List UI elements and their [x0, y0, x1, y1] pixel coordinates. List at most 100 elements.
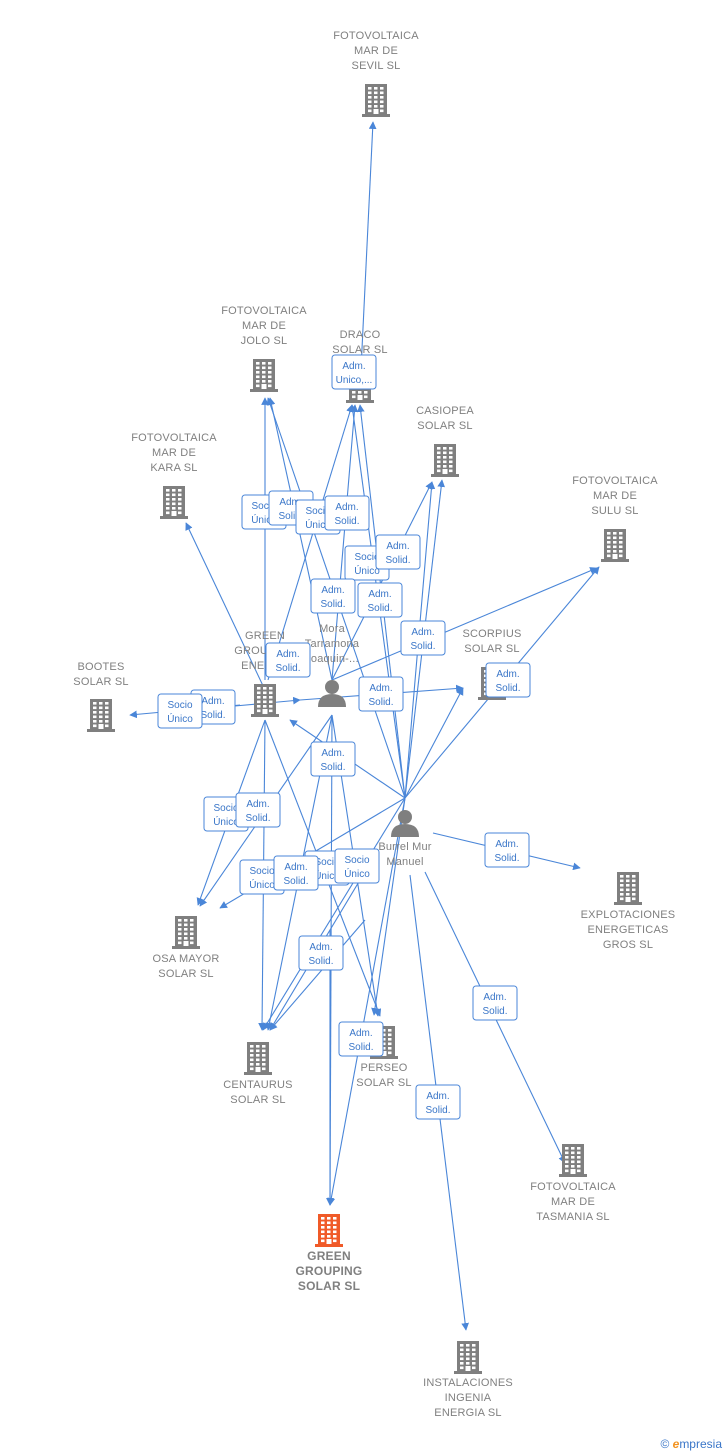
node-kara[interactable]: FOTOVOLTAICA MAR DE KARA SL — [131, 432, 217, 519]
node-label[interactable]: PERSEO — [360, 1062, 407, 1074]
relationship-badge[interactable]: Adm.Solid. — [324, 495, 370, 531]
node-label[interactable]: ENERGIA SL — [434, 1407, 501, 1419]
node-label[interactable]: SOLAR SL — [356, 1077, 411, 1089]
node-label[interactable]: SCORPIUS — [462, 628, 521, 640]
node-label[interactable]: SOLAR SL — [230, 1094, 285, 1106]
node-label[interactable]: GROUPING — [296, 1264, 363, 1278]
badge-text: Solid. — [275, 663, 300, 674]
node-label[interactable]: TASMANIA SL — [536, 1211, 610, 1223]
building-icon[interactable] — [172, 916, 200, 949]
node-osa[interactable]: OSA MAYOR SOLAR SL — [153, 916, 220, 980]
node-label[interactable]: DRACO — [340, 329, 381, 341]
node-label[interactable]: GROS SL — [603, 939, 653, 951]
node-label[interactable]: Manuel — [386, 856, 423, 868]
node-tasmania[interactable]: FOTOVOLTAICA MAR DE TASMANIA SL — [530, 1144, 616, 1223]
node-label[interactable]: SEVIL SL — [352, 60, 401, 72]
badge-text: Solid. — [367, 603, 392, 614]
node-label[interactable]: MAR DE — [593, 490, 637, 502]
node-label[interactable]: GREEN — [307, 1249, 351, 1263]
node-label[interactable]: FOTOVOLTAICA — [333, 30, 419, 42]
person-icon[interactable] — [391, 810, 419, 837]
node-label[interactable]: SOLAR SL — [298, 1279, 360, 1293]
node-casiopea[interactable]: CASIOPEA SOLAR SL — [416, 405, 474, 477]
node-label[interactable]: GREEN — [245, 630, 285, 642]
node-explotaciones[interactable]: EXPLOTACIONES ENERGETICAS GROS SL — [581, 872, 676, 951]
building-icon[interactable] — [454, 1341, 482, 1374]
building-icon[interactable] — [614, 872, 642, 905]
node-label[interactable]: EXPLOTACIONES — [581, 909, 676, 921]
building-icon[interactable] — [244, 1042, 272, 1075]
node-jolo[interactable]: FOTOVOLTAICA MAR DE JOLO SL — [221, 305, 307, 392]
badge-text: Adm. — [496, 669, 519, 680]
building-icon[interactable] — [87, 699, 115, 732]
node-label[interactable]: Mora — [319, 623, 346, 635]
node-ingenia[interactable]: INSTALACIONES INGENIA ENERGIA SL — [423, 1341, 513, 1419]
relationship-badge[interactable]: Adm.Solid. — [265, 642, 311, 678]
relationship-badge[interactable]: Adm.Solid. — [310, 578, 356, 614]
node-label[interactable]: FOTOVOLTAICA — [131, 432, 217, 444]
node-sulu[interactable]: FOTOVOLTAICA MAR DE SULU SL — [572, 475, 658, 562]
building-icon[interactable] — [251, 684, 279, 717]
node-label[interactable]: SOLAR SL — [332, 344, 387, 356]
relationship-badge[interactable]: Adm.Solid. — [484, 832, 530, 868]
relationship-badge[interactable]: Adm.Unico,... — [331, 354, 377, 390]
node-label[interactable]: Burrel Mur — [378, 841, 431, 853]
building-icon[interactable] — [431, 444, 459, 477]
node-label[interactable]: MAR DE — [242, 320, 286, 332]
node-label[interactable]: FOTOVOLTAICA — [572, 475, 658, 487]
node-label[interactable]: SOLAR SL — [158, 968, 213, 980]
node-label[interactable]: ENERGETICAS — [587, 924, 668, 936]
relationship-badge[interactable]: Adm.Solid. — [357, 582, 403, 618]
node-label[interactable]: JOLO SL — [241, 335, 288, 347]
node-label[interactable]: CASIOPEA — [416, 405, 474, 417]
node-label[interactable]: FOTOVOLTAICA — [221, 305, 307, 317]
badge-text: Adm. — [483, 992, 506, 1003]
node-label[interactable]: OSA MAYOR — [153, 953, 220, 965]
person-icon[interactable] — [318, 680, 346, 707]
node-label[interactable]: SULU SL — [591, 505, 638, 517]
node-label[interactable]: SOLAR SL — [73, 676, 128, 688]
node-sevil[interactable]: FOTOVOLTAICA MAR DE SEVIL SL — [333, 30, 419, 117]
node-label[interactable]: FOTOVOLTAICA — [530, 1181, 616, 1193]
badge-text: Único — [344, 867, 370, 880]
node-label[interactable]: INGENIA — [445, 1392, 492, 1404]
node-label[interactable]: MAR DE — [551, 1196, 595, 1208]
relationship-badge[interactable]: Adm.Solid. — [338, 1021, 384, 1057]
relationship-badge[interactable]: Adm.Solid. — [472, 985, 518, 1021]
node-centaurus[interactable]: CENTAURUS SOLAR SL — [223, 1042, 293, 1106]
node-bootes[interactable]: BOOTES SOLAR SL — [73, 661, 129, 732]
node-label[interactable]: KARA SL — [150, 462, 197, 474]
relationship-badge[interactable]: Adm.Solid. — [235, 792, 281, 828]
relationship-badge[interactable]: Adm.Solid. — [415, 1084, 461, 1120]
node-mora[interactable]: MoraTarramonaJoaquin-... — [305, 623, 360, 707]
relationship-badge[interactable]: Adm.Solid. — [310, 741, 356, 777]
relationship-badge[interactable]: Adm.Solid. — [298, 935, 344, 971]
node-label[interactable]: SOLAR SL — [417, 420, 472, 432]
badge-text: Adm. — [335, 502, 358, 513]
node-label[interactable]: Joaquin-... — [305, 653, 359, 665]
node-label[interactable]: BOOTES — [77, 661, 124, 673]
relationship-edge — [267, 397, 333, 681]
node-label[interactable]: MAR DE — [152, 447, 196, 459]
node-label[interactable]: Tarramona — [305, 638, 360, 650]
node-label[interactable]: SOLAR SL — [464, 643, 519, 655]
building-icon[interactable] — [559, 1144, 587, 1177]
node-label[interactable]: MAR DE — [354, 45, 398, 57]
building-icon[interactable] — [250, 359, 278, 392]
relationship-badge[interactable]: Adm.Solid. — [375, 534, 421, 570]
building-icon[interactable] — [362, 84, 390, 117]
node-label[interactable]: INSTALACIONES — [423, 1377, 513, 1389]
building-icon[interactable] — [601, 529, 629, 562]
relationship-badge[interactable]: Adm.Solid. — [400, 620, 446, 656]
relationship-badge[interactable]: Adm.Solid. — [485, 662, 531, 698]
relationship-badge[interactable]: Adm.Solid. — [358, 676, 404, 712]
building-icon[interactable] — [315, 1214, 343, 1247]
relationship-badge[interactable]: Adm.Solid. — [273, 855, 319, 891]
building-icon[interactable] — [160, 486, 188, 519]
node-label[interactable]: CENTAURUS — [223, 1079, 292, 1091]
